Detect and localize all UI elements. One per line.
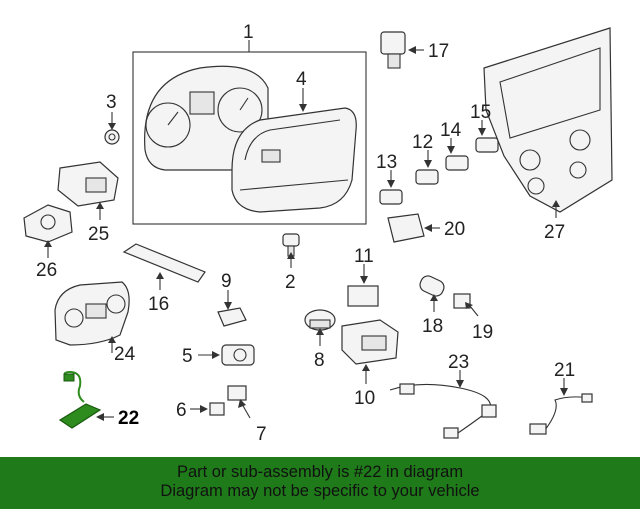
callout-14: 14 — [440, 120, 462, 141]
callout-21: 21 — [554, 360, 575, 381]
info-banner: Part or sub-assembly is #22 in diagram D… — [0, 457, 640, 509]
callout-17: 17 — [428, 41, 449, 62]
part-15-switch[interactable] — [475, 120, 499, 153]
instrument-cluster-housing[interactable] — [231, 88, 357, 213]
callout-13: 13 — [376, 152, 397, 173]
part-3-fastener[interactable] — [104, 112, 120, 145]
part-5-switch[interactable] — [198, 344, 255, 366]
part-21-wiring-harness[interactable] — [529, 378, 593, 435]
callout-26: 26 — [36, 260, 57, 281]
part-17-knob[interactable] — [380, 31, 424, 69]
parts-diagram: 1 2 3 4 5 6 7 8 9 10 11 12 13 14 15 16 1… — [23, 22, 613, 445]
part-2-screw[interactable] — [282, 233, 300, 268]
callout-19: 19 — [472, 322, 493, 343]
part-18-cylinder[interactable] — [418, 274, 447, 312]
callout-8: 8 — [314, 350, 325, 371]
callout-10: 10 — [354, 388, 375, 409]
banner-line-2: Diagram may not be specific to your vehi… — [160, 482, 480, 500]
callout-25: 25 — [88, 224, 109, 245]
callout-3: 3 — [106, 92, 117, 113]
callout-27: 27 — [544, 222, 565, 243]
callout-15: 15 — [470, 102, 491, 123]
part-26-connector[interactable] — [23, 204, 73, 258]
callout-24: 24 — [114, 344, 136, 365]
callout-12: 12 — [412, 132, 433, 153]
part-12-switch[interactable] — [415, 150, 439, 185]
callout-18: 18 — [422, 316, 443, 337]
part-11-bracket[interactable] — [347, 264, 379, 307]
part-7-plug[interactable] — [227, 385, 251, 419]
callout-labels: 1 2 3 4 5 6 7 8 9 10 11 12 13 14 15 16 1… — [36, 22, 575, 445]
part-23-wiring-harness[interactable] — [389, 370, 497, 439]
callout-6: 6 — [176, 400, 187, 421]
cluster-assembly-box — [132, 40, 367, 225]
callout-23: 23 — [448, 352, 469, 373]
callout-22: 22 — [118, 408, 139, 429]
part-14-switch[interactable] — [445, 138, 469, 171]
part-10-module[interactable] — [341, 319, 399, 384]
callout-7: 7 — [256, 424, 267, 445]
part-25-switch[interactable] — [57, 161, 119, 220]
part-9-bracket[interactable] — [217, 290, 247, 327]
banner-line-1: Part or sub-assembly is #22 in diagram — [176, 463, 464, 481]
callout-4: 4 — [296, 69, 307, 90]
part-22-wiring-harness[interactable] — [58, 370, 114, 429]
part-27-bezel[interactable] — [483, 27, 613, 218]
callout-1: 1 — [243, 22, 254, 43]
callout-2: 2 — [285, 272, 296, 293]
part-13-switch[interactable] — [379, 170, 403, 205]
callout-11: 11 — [354, 246, 374, 267]
callout-20: 20 — [444, 219, 465, 240]
part-24-control-panel[interactable] — [54, 281, 130, 353]
part-8-socket[interactable] — [304, 309, 336, 346]
part-20-switch[interactable] — [387, 213, 440, 243]
part-6-plug[interactable] — [190, 402, 225, 416]
part-19-clip[interactable] — [453, 293, 479, 317]
part-16-trim-strip[interactable] — [122, 243, 206, 290]
callout-5: 5 — [182, 346, 193, 367]
callout-16: 16 — [148, 294, 169, 315]
callout-9: 9 — [221, 271, 232, 292]
